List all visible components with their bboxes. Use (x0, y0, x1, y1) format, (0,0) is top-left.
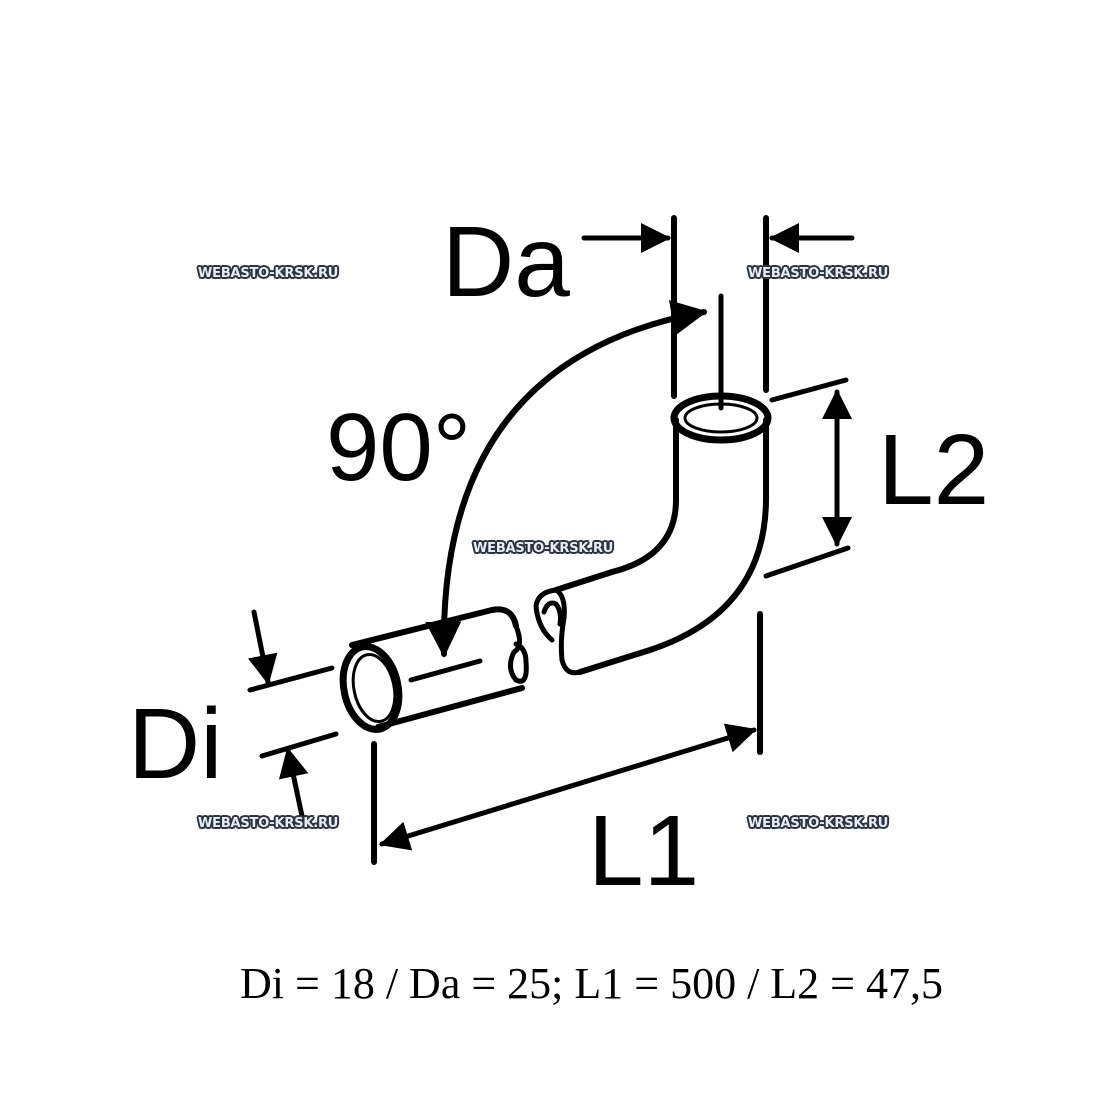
label-di: Di (128, 688, 222, 800)
angle-arc (425, 300, 708, 658)
watermark: WEBASTO-KRSK.RU (198, 816, 339, 831)
specification-text: Di = 18 / Da = 25; L1 = 500 / L2 = 47,5 (240, 959, 943, 1008)
l2-dimension (763, 377, 852, 579)
watermark: WEBASTO-KRSK.RU (748, 266, 889, 281)
watermark: WEBASTO-KRSK.RU (198, 266, 339, 281)
da-dimension (581, 215, 855, 411)
l1-dimension (371, 611, 763, 865)
label-angle: 90° (326, 394, 471, 501)
di-dimension (247, 609, 339, 819)
label-l2: L2 (878, 414, 989, 526)
label-da: Da (442, 206, 570, 318)
watermark: WEBASTO-KRSK.RU (473, 541, 614, 556)
hose-straight-segment (339, 606, 529, 733)
label-l1: L1 (588, 795, 699, 907)
hose-bent-segment (533, 392, 772, 676)
watermark: WEBASTO-KRSK.RU (748, 816, 889, 831)
